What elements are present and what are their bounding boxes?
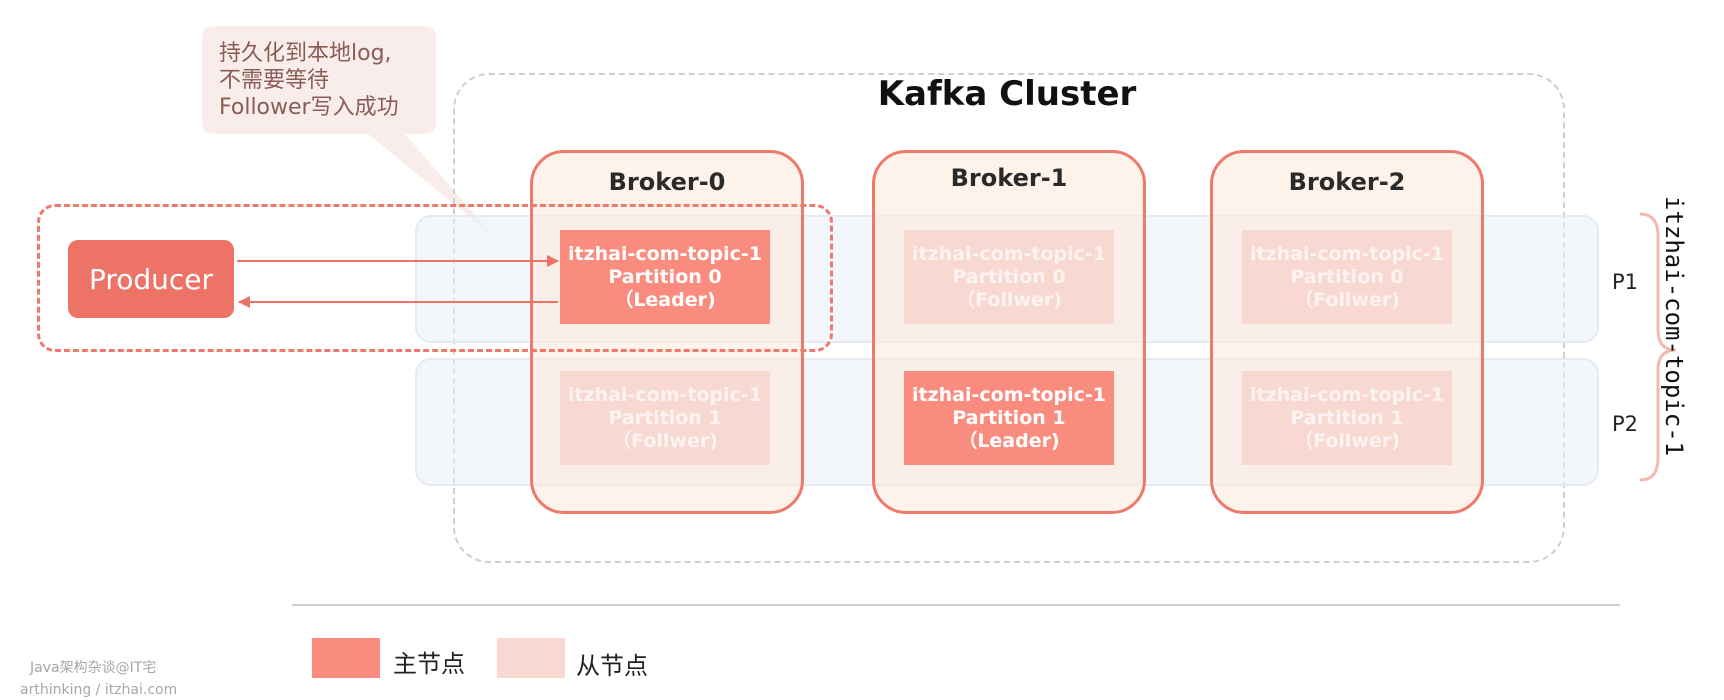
broker-2-title: Broker-2 <box>1288 168 1406 196</box>
partition-role: （Follwer) <box>1294 288 1400 311</box>
broker-1-title: Broker-1 <box>950 164 1068 192</box>
broker-1-partition-0[interactable]: itzhai-com-topic-1 Partition 0 （Follwer) <box>904 230 1114 324</box>
partition-topic: itzhai-com-topic-1 <box>567 383 763 406</box>
callout-line-1: 持久化到本地log, <box>219 41 392 66</box>
callout-text: 持久化到本地log, 不需要等待 Follower写入成功 <box>219 40 399 121</box>
legend-leader-swatch <box>312 638 380 678</box>
partition-topic: itzhai-com-topic-1 <box>911 242 1107 265</box>
partition-topic: itzhai-com-topic-1 <box>1249 383 1445 406</box>
broker-1-partition-1[interactable]: itzhai-com-topic-1 Partition 1 （Leader) <box>904 371 1114 465</box>
partition-topic: itzhai-com-topic-1 <box>1249 242 1445 265</box>
broker-2-partition-0[interactable]: itzhai-com-topic-1 Partition 0 （Follwer) <box>1242 230 1452 324</box>
legend-follower-swatch <box>497 638 565 678</box>
legend-divider <box>292 604 1620 606</box>
partition-topic: itzhai-com-topic-1 <box>567 242 763 265</box>
watermark-line-1: Java架构杂谈@IT宅 <box>30 660 157 676</box>
partition-number: Partition 1 <box>952 406 1066 429</box>
partition-number: Partition 0 <box>1290 265 1404 288</box>
topic-brace-icon <box>1639 212 1677 482</box>
partition-topic: itzhai-com-topic-1 <box>911 383 1107 406</box>
legend-follower-label: 从节点 <box>576 652 648 680</box>
partition-number: Partition 1 <box>1290 406 1404 429</box>
partition-role: （Leader) <box>614 288 716 311</box>
broker-0-partition-1[interactable]: itzhai-com-topic-1 Partition 1 （Follwer) <box>560 371 770 465</box>
partition-number: Partition 1 <box>608 406 722 429</box>
partition-label-p1: P1 <box>1612 270 1639 294</box>
legend-leader-label: 主节点 <box>393 650 465 678</box>
producer-leader-group-box <box>37 204 833 352</box>
partition-role: （Follwer) <box>956 288 1062 311</box>
producer-node[interactable]: Producer <box>68 240 234 318</box>
partition-role: （Follwer) <box>1294 429 1400 452</box>
partition-number: Partition 0 <box>608 265 722 288</box>
partition-role: （Follwer) <box>612 429 718 452</box>
callout-line-2: 不需要等待 <box>219 68 330 93</box>
partition-role: （Leader) <box>958 429 1060 452</box>
broker-0-title: Broker-0 <box>608 168 726 196</box>
broker-2-partition-1[interactable]: itzhai-com-topic-1 Partition 1 （Follwer) <box>1242 371 1452 465</box>
partition-number: Partition 0 <box>952 265 1066 288</box>
broker-0-partition-0[interactable]: itzhai-com-topic-1 Partition 0 （Leader) <box>560 230 770 324</box>
callout-line-3: Follower写入成功 <box>219 95 399 120</box>
partition-label-p2: P2 <box>1612 412 1639 436</box>
watermark-line-2: arthinking / itzhai.com <box>20 682 178 698</box>
cluster-title: Kafka Cluster <box>877 74 1137 114</box>
topic-name-vertical: itzhai-com-topic-1 <box>1660 196 1688 457</box>
